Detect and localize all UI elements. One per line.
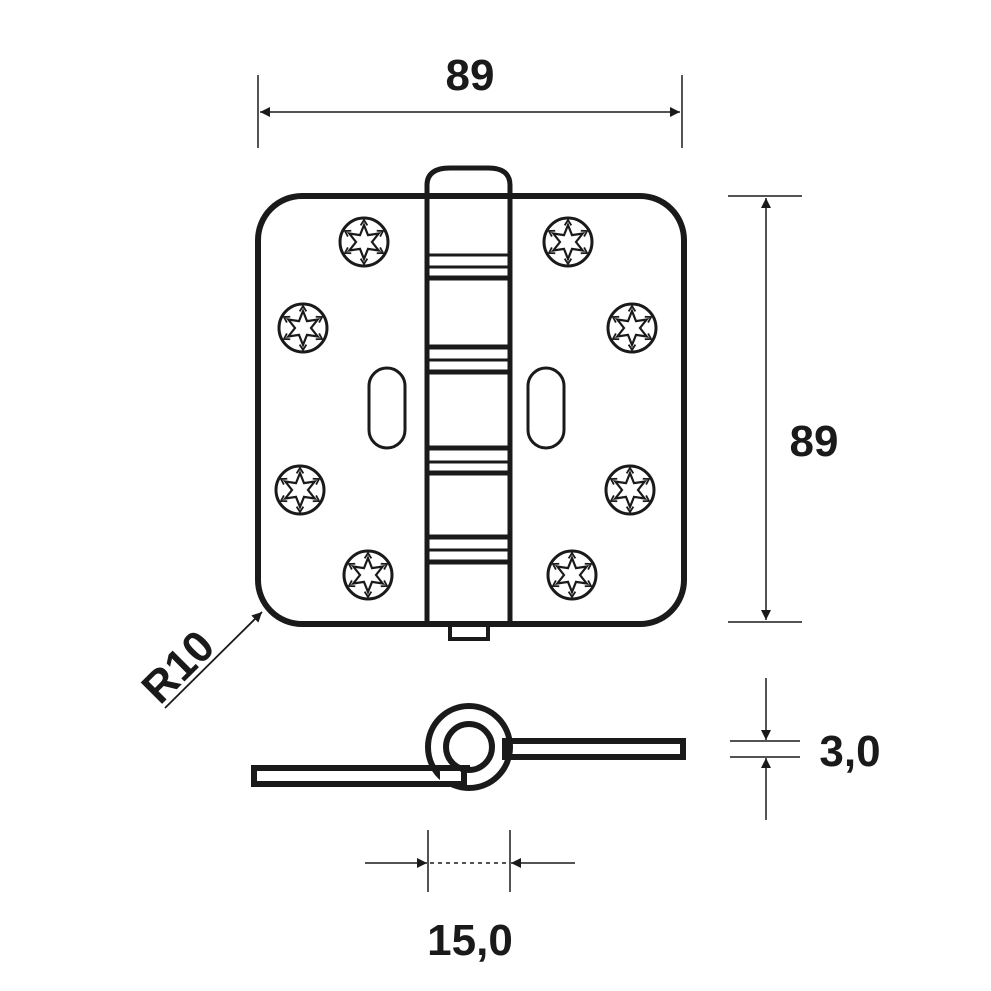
width-label: 89 (446, 51, 495, 100)
knuckle-bands (427, 253, 510, 565)
height-dimension: 89 (728, 195, 839, 623)
screw-hole-icon (542, 216, 594, 268)
screw-hole-icon (277, 302, 329, 354)
thickness-dimension: 3,0 (730, 678, 881, 820)
screw-hole-icon (606, 302, 658, 354)
screw-hole-icon (274, 464, 326, 516)
screw-hole-icon (604, 464, 656, 516)
knuckle-tab (448, 622, 490, 641)
slot-hole-left (367, 366, 407, 450)
screw-hole-icon (546, 549, 598, 601)
screw-holes (274, 216, 658, 601)
thickness-label: 3,0 (819, 727, 880, 776)
knuckle-diameter-dimension: 15,0 (365, 830, 575, 965)
height-label: 89 (790, 417, 839, 466)
radius-label: R10 (132, 621, 224, 713)
screw-hole-icon (338, 216, 390, 268)
knuckle-diameter-label: 15,0 (427, 916, 513, 965)
slot-hole-right (526, 366, 566, 450)
width-dimension: 89 (257, 51, 683, 148)
radius-dimension: R10 (132, 611, 263, 713)
knuckle-top (424, 165, 513, 196)
screw-hole-icon (342, 549, 394, 601)
hinge-side-view (251, 703, 686, 791)
hinge-front-view (255, 165, 687, 641)
